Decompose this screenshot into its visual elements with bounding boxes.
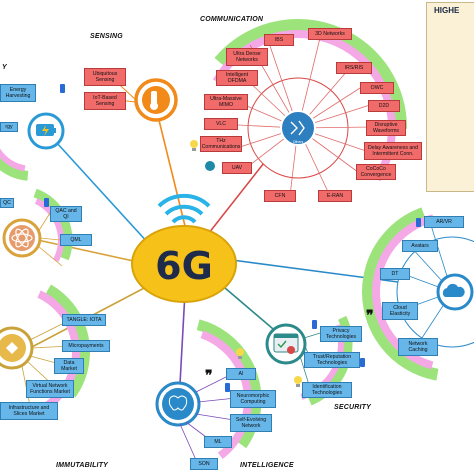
label-ibs: IBS xyxy=(264,34,294,46)
legend-panel xyxy=(426,2,474,192)
legend-title: HIGHE xyxy=(434,6,460,15)
label-intelligent-ofdma: Intelligent OFDMA xyxy=(216,70,258,86)
label-thz-communications: THz Communications xyxy=(200,136,242,152)
label-self-evolving-network: Self-Evolving Network xyxy=(230,414,272,432)
label-ultra-massive-mimo: Ultra-Massive MIMO xyxy=(204,94,248,110)
label-son: SON xyxy=(190,458,218,470)
label-ubiquitous-sensing: Ubiquitous Sensing xyxy=(84,68,126,86)
section-title-communication: COMMUNICATION xyxy=(200,16,264,23)
label-qml: QML xyxy=(60,234,92,246)
communication-hub-caption: Others xyxy=(292,140,304,144)
label-e-ran: E-RAN xyxy=(318,190,352,202)
label-cfn: CFN xyxy=(264,190,296,202)
label-privacy-technologies: Privacy Technologies xyxy=(320,326,362,342)
label-irs-ris: IRS/RIS xyxy=(336,62,372,74)
quantum-ring xyxy=(0,185,73,295)
hub-label: 6G xyxy=(155,244,213,288)
label-ai: AI xyxy=(226,368,256,380)
immutability-ring xyxy=(0,274,90,430)
label-dt: DT xyxy=(380,268,410,280)
line-to-sensing xyxy=(155,107,187,231)
label-energy-harvesting: Energy Harvesting xyxy=(0,84,36,102)
label-energy-partial: rgy xyxy=(0,122,18,132)
label-cloud-elasticity: Cloud Elasticity xyxy=(382,302,418,320)
label-identification: Identification Technologies xyxy=(302,382,352,398)
energy-ring xyxy=(0,75,85,181)
label-vlc: VLC xyxy=(204,118,238,130)
label-cococo-convergence: CoCoCo Convergence xyxy=(356,164,396,180)
label-3d-networks: 3D Networks xyxy=(308,28,352,40)
label-data-market: Data Market xyxy=(54,358,84,374)
section-title-immutability: IMMUTABILITY xyxy=(56,462,109,469)
label-network-caching: Network Caching xyxy=(398,338,438,356)
label-avatars: Avatars xyxy=(402,240,438,252)
svg-text:❞: ❞ xyxy=(366,308,374,324)
label-owc: OWC xyxy=(360,82,394,94)
label-disruptive-waveforms: Disruptive Waveforms xyxy=(366,120,406,136)
label-ultra-dense-networks: Ultra Dense Networks xyxy=(226,48,268,66)
svg-text:❞: ❞ xyxy=(205,368,213,384)
label-uav: UAV xyxy=(222,162,252,174)
section-title-intelligence: INTELLIGENCE xyxy=(240,462,294,469)
label-delay-awareness: Delay Awareness and Intermittent Conn. xyxy=(364,142,422,160)
line-to-quantum xyxy=(23,236,139,263)
hub-6g xyxy=(131,193,237,303)
section-title-security: SECURITY xyxy=(334,404,371,411)
label-ml: ML xyxy=(204,436,232,448)
label-infrastructure-market: Infrastructure and Slices Market xyxy=(0,402,58,420)
label-qc: QC xyxy=(0,198,14,208)
sensing-ring xyxy=(109,75,178,122)
label-iot-based-sensing: IoT-Based Sensing xyxy=(84,92,126,110)
label-trust-reputation: Trust/Reputation Technologies xyxy=(304,352,360,368)
label-neuromorphic-computing: Neuromorphic Computing xyxy=(230,390,276,408)
label-micropayments: Micropayments xyxy=(62,340,110,352)
label-vnf-market: Virtual Network Functions Market xyxy=(26,380,74,398)
label-tangle-iota: TANGLE: IOTA xyxy=(62,314,106,326)
label-qac-and-qi: QAC and QI xyxy=(50,206,82,222)
section-title-sensing: SENSING xyxy=(90,33,123,40)
section-title-energy-partial: Y xyxy=(2,64,7,71)
decorative-icons: ❞ ❞ xyxy=(44,84,421,395)
security-ring xyxy=(219,277,353,411)
label-ar-vr: AR/VR xyxy=(424,216,464,228)
line-to-intelligence xyxy=(179,291,186,385)
label-d2d: D2D xyxy=(368,100,400,112)
line-to-energy xyxy=(45,130,151,246)
